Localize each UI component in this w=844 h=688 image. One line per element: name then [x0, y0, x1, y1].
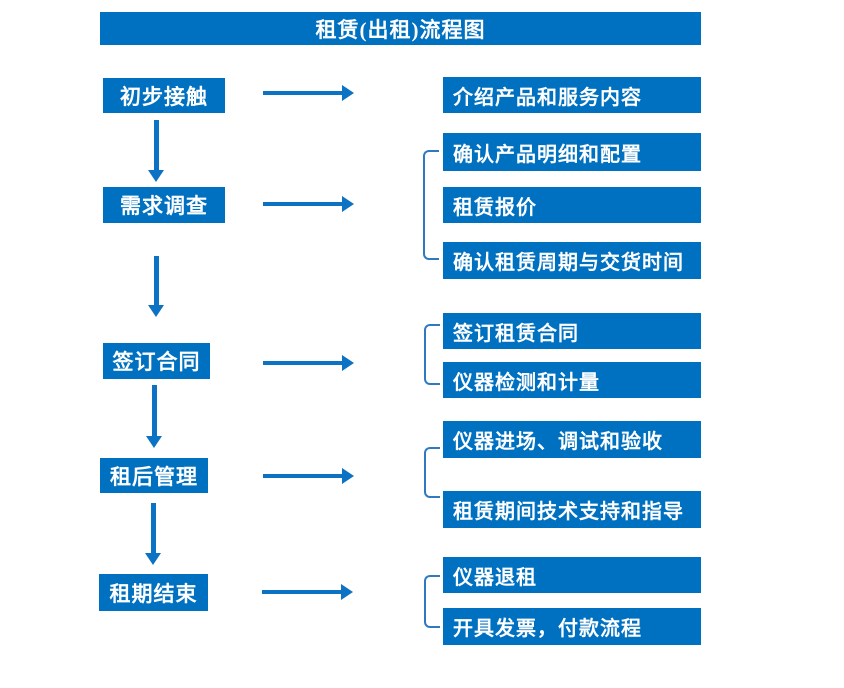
- detail-confirm-product-details-config: 确认产品明细和配置: [443, 133, 701, 171]
- right-arrow-head-icon: [342, 196, 354, 212]
- detail-rental-period-tech-support: 租赁期间技术支持和指导: [443, 491, 701, 528]
- detail-instrument-entry-commissioning-acceptance: 仪器进场、调试和验收: [443, 421, 701, 458]
- detail-introduce-products-services: 介绍产品和服务内容: [443, 77, 701, 113]
- detail-invoice-payment-process: 开具发票，付款流程: [443, 608, 701, 645]
- right-arrow-connector-1: [263, 85, 354, 101]
- down-arrow-shaft: [151, 503, 156, 554]
- step-initial-contact: 初步接触: [103, 78, 225, 113]
- group-bracket-sign-contract: [424, 324, 440, 385]
- right-arrow-connector-5: [262, 584, 353, 600]
- step-requirement-survey: 需求调查: [103, 187, 225, 223]
- right-arrow-shaft: [262, 590, 342, 594]
- right-arrow-connector-2: [263, 196, 354, 212]
- right-arrow-shaft: [263, 474, 343, 478]
- down-arrow-head-icon: [145, 553, 161, 565]
- right-arrow-connector-3: [263, 355, 354, 371]
- detail-sign-rental-contract: 签订租赁合同: [443, 313, 701, 349]
- group-bracket-lease-end: [424, 575, 440, 628]
- down-arrow-shaft: [154, 120, 159, 171]
- down-arrow-head-icon: [146, 436, 162, 448]
- detail-instrument-inspection-metering: 仪器检测和计量: [443, 362, 701, 398]
- right-arrow-shaft: [263, 91, 343, 95]
- down-arrow-connector-3: [146, 385, 163, 448]
- step-post-rental-management: 租后管理: [100, 458, 208, 493]
- down-arrow-connector-4: [145, 503, 162, 565]
- right-arrow-shaft: [263, 202, 343, 206]
- down-arrow-shaft: [152, 385, 157, 437]
- right-arrow-head-icon: [342, 355, 354, 371]
- down-arrow-connector-2: [148, 256, 165, 317]
- right-arrow-head-icon: [342, 85, 354, 101]
- step-lease-end: 租期结束: [99, 574, 208, 611]
- flowchart-title: 租赁(出租)流程图: [100, 12, 701, 45]
- down-arrow-connector-1: [148, 120, 165, 182]
- down-arrow-head-icon: [148, 170, 164, 182]
- right-arrow-connector-4: [263, 468, 354, 484]
- detail-rental-quote: 租赁报价: [443, 187, 701, 223]
- right-arrow-shaft: [263, 361, 343, 365]
- right-arrow-head-icon: [341, 584, 353, 600]
- step-sign-contract: 签订合同: [103, 343, 210, 379]
- right-arrow-head-icon: [342, 468, 354, 484]
- down-arrow-head-icon: [148, 305, 164, 317]
- group-bracket-post-rental-management: [424, 447, 440, 498]
- detail-confirm-rental-period-delivery: 确认租赁周期与交货时间: [443, 242, 701, 279]
- down-arrow-shaft: [154, 256, 159, 306]
- group-bracket-requirement-survey: [423, 150, 439, 260]
- detail-instrument-return: 仪器退租: [443, 557, 701, 593]
